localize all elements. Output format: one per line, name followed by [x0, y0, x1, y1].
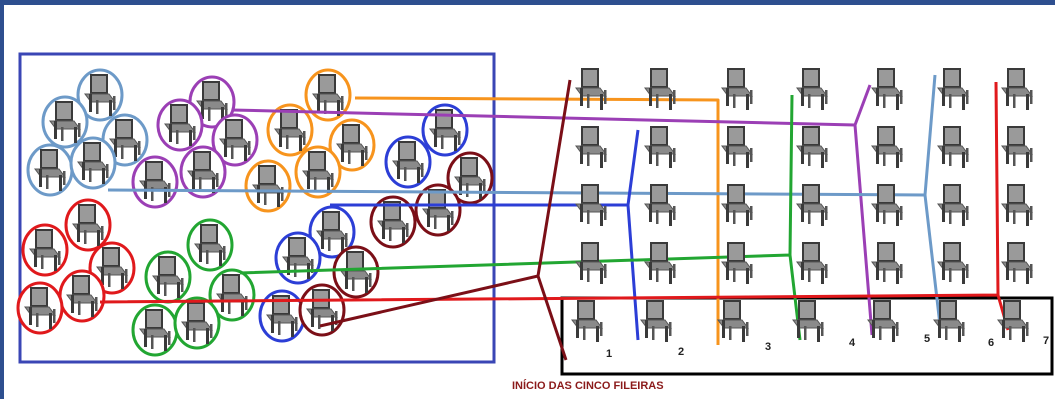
- chair-icon: [792, 299, 824, 343]
- chair-icon: [937, 183, 969, 227]
- chair-icon: [871, 183, 903, 227]
- chair-icon: [640, 299, 672, 343]
- chair-icon: [721, 241, 753, 285]
- light-blue-connector-line: [107, 74, 942, 326]
- row-number: 3: [765, 341, 771, 353]
- dark-red-connector-line: [319, 79, 572, 361]
- chair-icon: [644, 183, 676, 227]
- chair-icon: [937, 241, 969, 285]
- chair-icon: [937, 67, 969, 111]
- row-number: 4: [849, 337, 856, 349]
- chair-icon: [721, 125, 753, 169]
- chair-icon: [721, 67, 753, 111]
- row-number: 6: [988, 337, 994, 349]
- chair-icon: [796, 183, 828, 227]
- chair-icon: [644, 67, 676, 111]
- chair-icon: [796, 241, 828, 285]
- chair-icon: [871, 125, 903, 169]
- purple-connector-line: [231, 84, 874, 336]
- orange-connector-line: [354, 96, 720, 345]
- row-number: 5: [924, 333, 930, 345]
- blue-connector-line: [330, 129, 640, 341]
- chair-icon: [575, 241, 607, 285]
- chair-icon: [871, 67, 903, 111]
- chair-icon: [796, 125, 828, 169]
- chair-icon: [644, 125, 676, 169]
- first-rows-caption: INÍCIO DAS CINCO FILEIRAS: [512, 379, 664, 392]
- chair-icon: [644, 241, 676, 285]
- cluster-box: [18, 52, 496, 364]
- chair-icon: [571, 299, 603, 343]
- chair-icon: [937, 125, 969, 169]
- row-number: 7: [1043, 335, 1049, 347]
- row-number: 1: [606, 348, 612, 360]
- row-number: 2: [678, 346, 684, 358]
- chair-icon: [1001, 67, 1033, 111]
- chair-icon: [575, 67, 607, 111]
- chair-icon: [575, 125, 607, 169]
- chair-icon: [1001, 183, 1033, 227]
- chair-icon: [721, 183, 753, 227]
- chair-icon: [717, 299, 749, 343]
- chair-icon: [867, 299, 899, 343]
- chair-icon: [796, 67, 828, 111]
- chair-icon: [871, 241, 903, 285]
- chair-icon: [1001, 241, 1033, 285]
- chair-icon: [1001, 125, 1033, 169]
- first-row-box: [560, 296, 1054, 376]
